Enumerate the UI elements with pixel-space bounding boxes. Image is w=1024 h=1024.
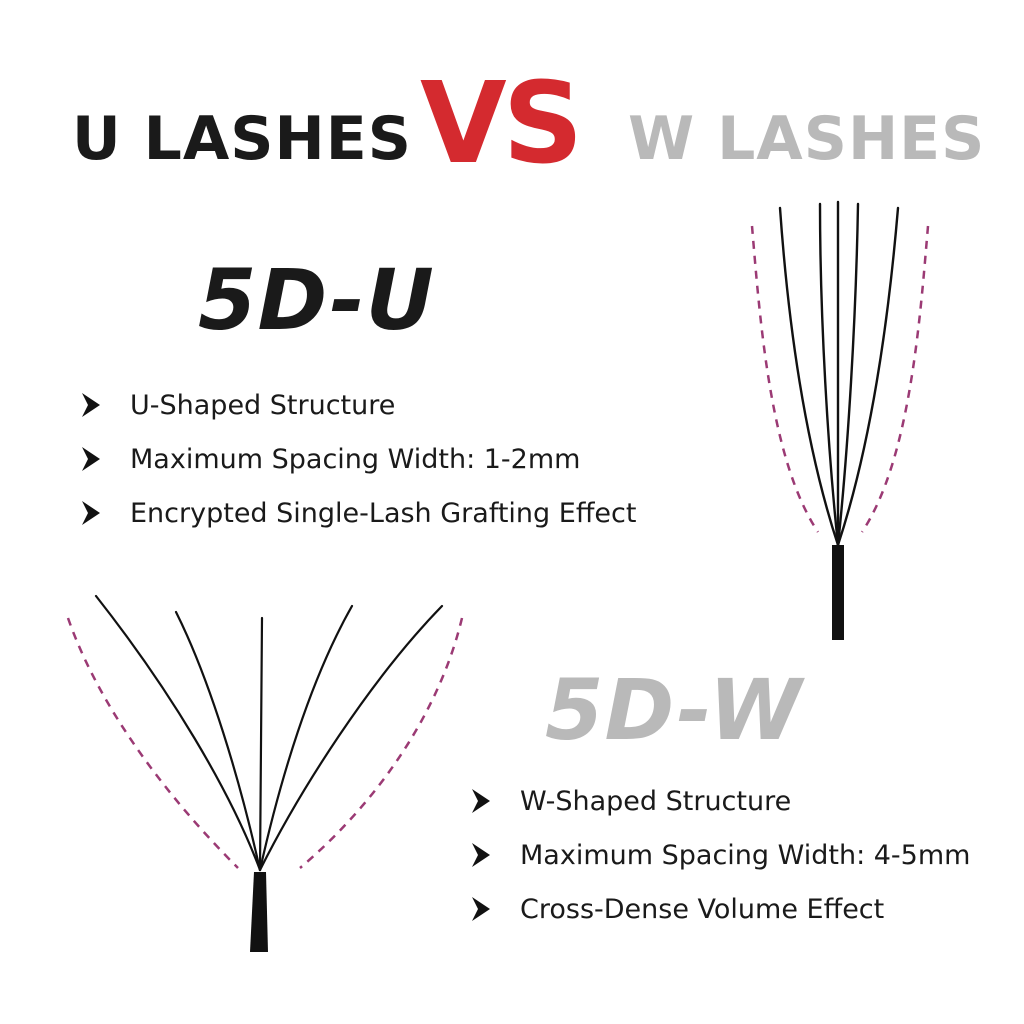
w-feature-list: W-Shaped Structure Maximum Spacing Width… [470, 774, 970, 936]
w-lash-fan-icon [66, 594, 464, 952]
triangle-arrow-icon [472, 843, 490, 867]
w-feature-label: W-Shaped Structure [520, 785, 792, 817]
u-feature-label: U-Shaped Structure [130, 389, 396, 421]
w-feature-label: Cross-Dense Volume Effect [520, 893, 885, 925]
u-feature-item: U-Shaped Structure [80, 378, 636, 432]
u-feature-item: Encrypted Single-Lash Grafting Effect [80, 486, 636, 540]
triangle-arrow-icon [472, 897, 490, 921]
u-feature-label: Encrypted Single-Lash Grafting Effect [130, 497, 637, 529]
title-w-lashes: W LASHES [628, 104, 986, 174]
page-title: U LASHES VS W LASHES [0, 68, 1024, 198]
title-u-lashes: U LASHES [72, 104, 412, 174]
u-feature-label: Maximum Spacing Width: 1-2mm [130, 443, 581, 475]
triangle-arrow-icon [82, 447, 100, 471]
title-vs: VS [420, 59, 583, 189]
u-lash-fan-icon [750, 200, 930, 640]
w-feature-item: Maximum Spacing Width: 4-5mm [470, 828, 970, 882]
u-model-title: 5D-U [198, 251, 435, 349]
triangle-arrow-icon [82, 501, 100, 525]
w-feature-item: W-Shaped Structure [470, 774, 970, 828]
u-feature-item: Maximum Spacing Width: 1-2mm [80, 432, 636, 486]
w-feature-item: Cross-Dense Volume Effect [470, 882, 970, 936]
w-feature-label: Maximum Spacing Width: 4-5mm [520, 839, 971, 871]
u-feature-list: U-Shaped Structure Maximum Spacing Width… [80, 378, 636, 540]
w-model-title: 5D-W [545, 661, 803, 759]
triangle-arrow-icon [82, 393, 100, 417]
triangle-arrow-icon [472, 789, 490, 813]
